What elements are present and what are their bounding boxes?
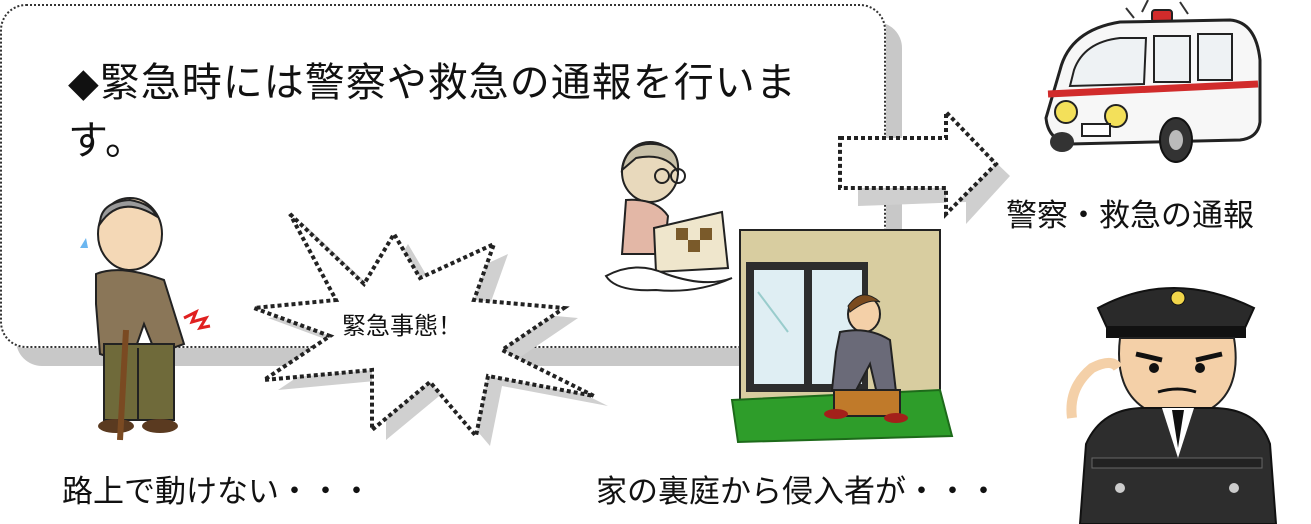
burst-icon — [253, 212, 608, 446]
dotted-arrow-icon — [838, 107, 1010, 224]
police-officer-icon — [1066, 287, 1278, 524]
caption-intruder: 家の裏庭から侵入者が・・・ — [596, 474, 999, 510]
burglar-scene-icon — [730, 229, 954, 444]
elderly-man-icon — [80, 197, 211, 441]
caption-elder: 路上で動けない・・・ — [62, 474, 372, 510]
ambulance-icon — [1044, 0, 1262, 163]
headline-text: ◆緊急時には警察や救急の通報を行います。 — [68, 60, 797, 164]
caption-notify: 警察・救急の通報 — [1006, 198, 1254, 234]
burst-label: 緊急事態！ — [342, 312, 462, 340]
elderly-woman-icon — [604, 141, 733, 292]
